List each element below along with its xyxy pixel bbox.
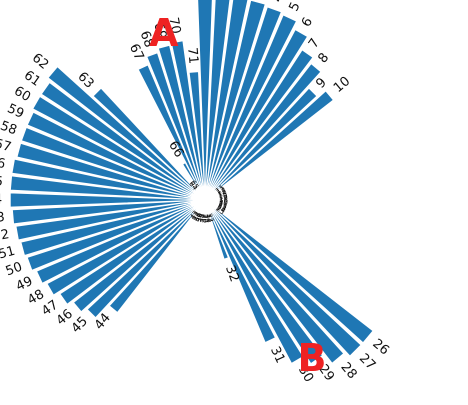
hub-tick-43: 43 [189,209,201,221]
tick-label-57: 57 [0,136,13,155]
hub-tick-37: 37 [199,214,208,224]
tick-label-53: 53 [0,210,6,226]
hub-tick-19: 19 [219,197,229,206]
group-label-A: A [149,11,179,55]
hub-tick-15: 15 [217,190,228,200]
hub-tick-42: 42 [190,210,201,222]
tick-label-4: 4 [270,0,287,4]
center-hub: 1112131415161718192021222324253334353637… [187,179,229,224]
tick-label-49: 49 [14,274,35,295]
tick-label-56: 56 [0,155,6,173]
tick-label-67: 67 [126,42,147,63]
hub-tick-36: 36 [201,214,209,223]
hub-tick-12: 12 [215,185,227,196]
tick-label-58: 58 [0,119,19,139]
hub-tick-35: 35 [202,214,211,224]
tick-label-27: 27 [356,351,378,373]
tick-label-28: 28 [337,360,359,382]
tick-label-71: 71 [184,47,200,65]
hub-tick-24: 24 [215,204,227,216]
tick-label-26: 26 [369,336,391,358]
tick-label-48: 48 [25,287,47,308]
hub-tick-18: 18 [219,196,228,204]
bar-10 [213,90,335,194]
hub-tick-11: 11 [214,184,226,196]
group-label-B: B [297,336,326,380]
hub-tick-17: 17 [219,194,229,203]
hub-tick-40: 40 [193,212,204,223]
bar-32 [208,210,230,260]
tick-label-60: 60 [11,84,33,105]
tick-label-32: 32 [222,263,242,284]
tick-label-59: 59 [5,101,26,122]
bar-71 [188,71,205,189]
tick-label-6: 6 [299,15,316,30]
tick-label-55: 55 [0,173,4,189]
tick-label-50: 50 [4,260,25,280]
group-labels-layer: ABC [149,11,326,380]
hub-tick-34: 34 [203,213,213,224]
tick-label-51: 51 [0,244,17,263]
tick-label-5: 5 [287,0,304,14]
hub-tick-38: 38 [197,213,206,223]
hub-tick-16: 16 [218,192,229,202]
tick-label-7: 7 [306,36,323,51]
tick-label-52: 52 [0,227,10,245]
hub-tick-25: 25 [214,205,226,217]
hub-tick-33: 33 [205,212,215,223]
tick-label-8: 8 [315,50,332,66]
hub-tick-14: 14 [217,188,229,199]
bars-layer [9,0,374,365]
hub-tick-65: 65 [189,179,201,191]
tick-label-66: 66 [165,138,186,160]
hub-tick-23: 23 [216,202,227,213]
hub-tick-20: 20 [218,198,228,207]
hub-tick-41: 41 [192,211,203,222]
tick-label-10: 10 [331,74,353,96]
tick-label-31: 31 [267,344,288,365]
hub-tick-21: 21 [217,200,228,210]
hub-tick-22: 22 [217,201,228,212]
tick-label-68: 68 [137,29,157,50]
tick-label-30: 30 [295,363,316,385]
tick-label-70: 70 [165,16,183,35]
tick-label-69: 69 [150,21,169,41]
bar-63 [92,87,198,193]
hub-tick-39: 39 [195,212,205,223]
tick-label-9: 9 [313,75,329,91]
hub-tick-13: 13 [216,187,227,198]
tick-labels-layer: 0123456789102627282930313244454647484950… [0,0,392,385]
tick-label-54: 54 [0,193,2,208]
